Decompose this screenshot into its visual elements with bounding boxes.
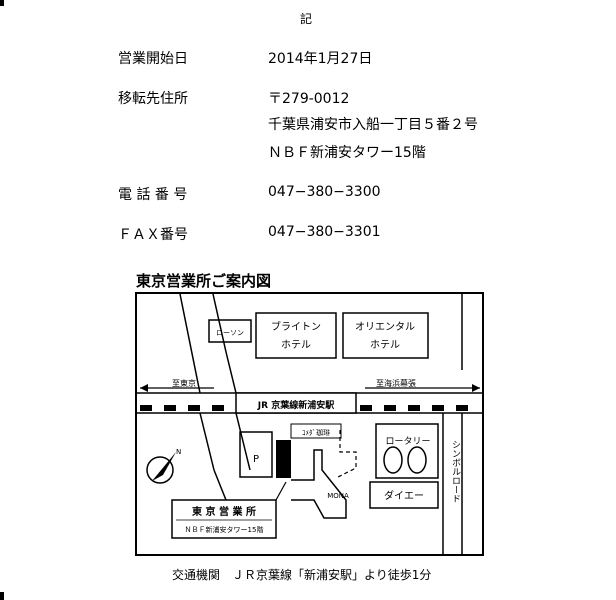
office-floor-label: ＮＢＦ新浦安タワー15階	[185, 525, 264, 534]
oriental-label-2: ホテル	[370, 339, 400, 351]
diagonal-road-south-2	[235, 412, 251, 471]
to-tokyo-label: 至東京	[172, 378, 196, 388]
north-label: N	[176, 448, 181, 456]
rotary-circle-right	[407, 446, 427, 474]
opening-date-label: 営業開始日	[118, 51, 188, 67]
daiei-label: ダイエー	[384, 489, 424, 502]
oriental-label-1: オリエンタル	[355, 321, 415, 333]
mona-label: MONA	[327, 492, 349, 500]
komeda-label: ｺﾒﾀﾞ珈琲	[302, 428, 330, 437]
arrow-head-to-kaihin	[472, 384, 480, 392]
phone-label: 電 話 番 号	[118, 187, 188, 203]
office-building	[276, 440, 291, 478]
lawson-block	[208, 319, 252, 343]
oriental-hotel-block	[342, 312, 429, 359]
scan-edge-bottom	[0, 592, 4, 600]
address-line-1: 千葉県浦安市入船一丁目５番２号	[268, 117, 478, 133]
brighton-hotel-block	[255, 312, 337, 359]
symbol-road-label: シンボルロード	[450, 440, 461, 503]
north-arrow-icon	[146, 452, 176, 484]
opening-date-value: 2014年1月27日	[268, 51, 373, 67]
mona-block	[291, 449, 347, 519]
lawson-label: ローソン	[216, 329, 244, 337]
office-label-box	[171, 499, 277, 539]
diagonal-road-north-2	[212, 293, 227, 353]
map-title: 東京営業所ご案内図	[136, 272, 272, 290]
diagonal-road-south-3	[213, 469, 227, 501]
parking-label: P	[253, 454, 259, 465]
parking-block	[239, 431, 273, 478]
arrow-head-to-tokyo	[140, 384, 148, 392]
map-frame	[135, 292, 484, 556]
rotary-label: ロータリー	[385, 436, 430, 447]
scan-edge-top	[0, 0, 4, 6]
access-footer: 交通機関 ＪＲ京葉線「新浦安駅」より徒歩1分	[172, 568, 432, 582]
diagonal-road-north	[179, 293, 201, 394]
rotary-area	[375, 423, 439, 479]
station-label: JR 京葉線新浦安駅	[257, 399, 335, 411]
diagonal-road-south	[199, 412, 215, 471]
daiei-block	[369, 481, 439, 509]
walkway-path	[335, 430, 357, 479]
postal-code: 〒279-0012	[268, 91, 350, 107]
phone-value: 047−380−3300	[268, 184, 381, 200]
komeda-block	[290, 423, 342, 439]
address-line-2: ＮＢＦ新浦安タワー15階	[268, 145, 426, 161]
address-label: 移転先住所	[118, 91, 188, 107]
fax-value: 047−380−3301	[268, 224, 381, 240]
office-pointer	[275, 481, 287, 501]
fax-label: ＦＡＸ番号	[118, 227, 188, 243]
rotary-circle-left	[383, 446, 403, 474]
to-kaihin-label: 至海浜幕張	[376, 378, 416, 388]
header-ki: 記	[300, 12, 313, 26]
brighton-label-1: ブライトン	[271, 320, 321, 333]
diagonal-road-north-3	[225, 351, 237, 394]
brighton-label-2: ホテル	[281, 339, 311, 351]
station-box	[235, 392, 357, 414]
office-name-label: 東 京 営 業 所	[192, 505, 256, 518]
